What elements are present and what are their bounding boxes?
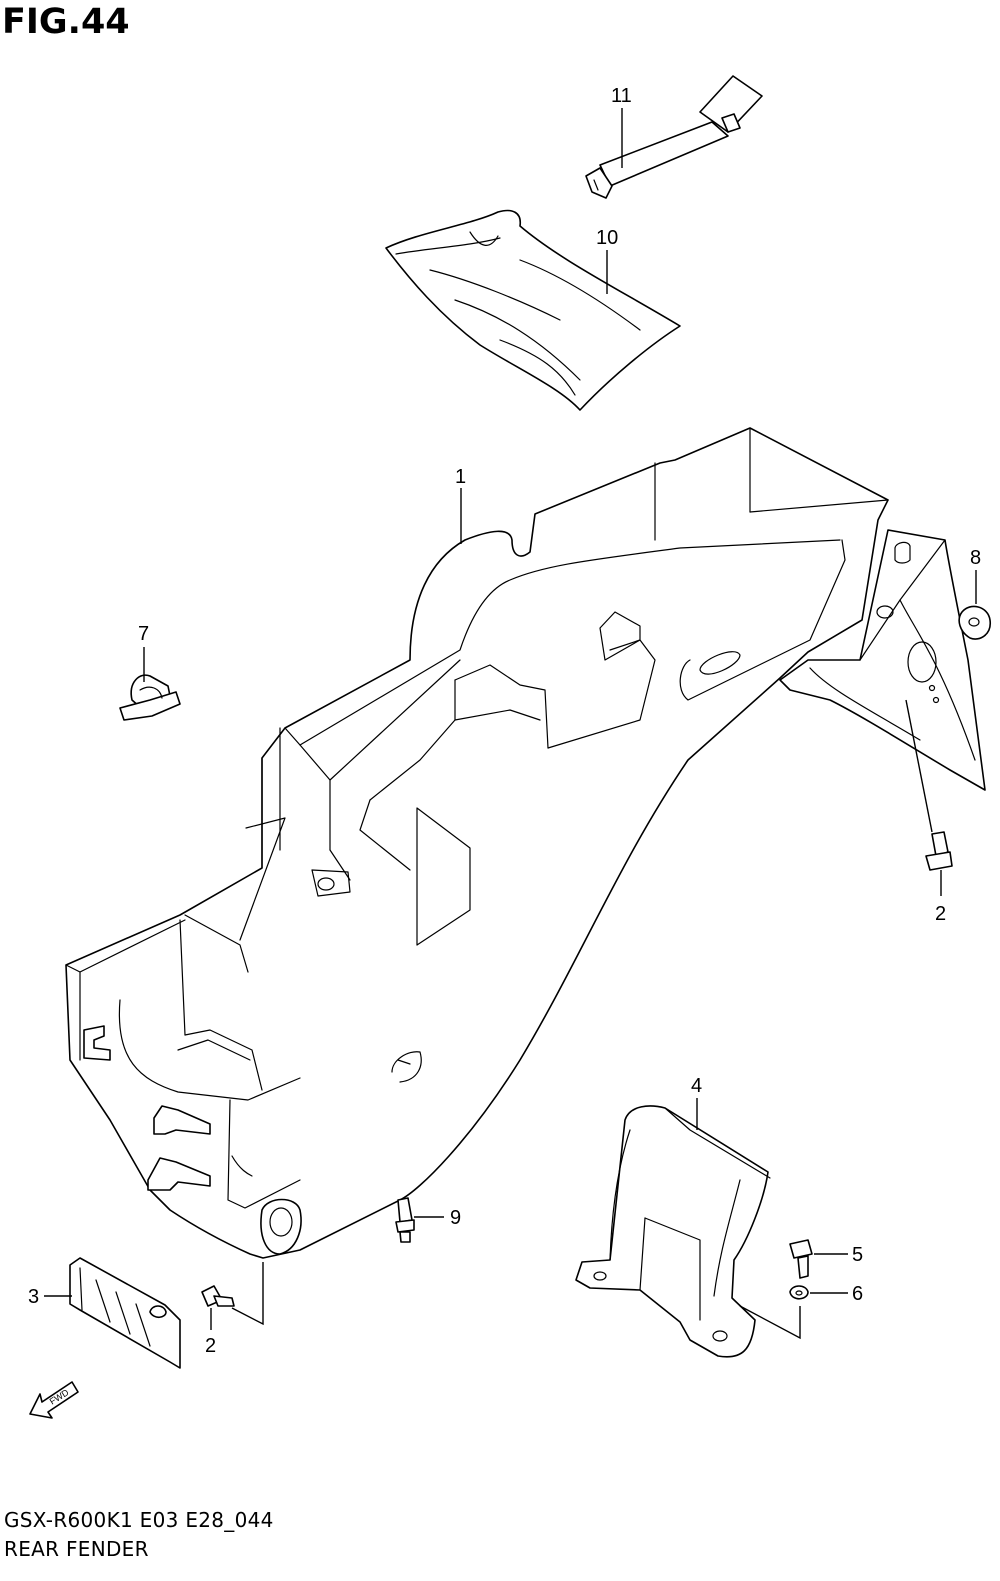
callout-labels: 11 10 1 7 8 2 4 9 5 6 3 2	[28, 85, 981, 1357]
callout-11: 11	[611, 85, 632, 107]
part-5-bolt[interactable]	[789, 1239, 813, 1279]
part-10-tool-bag[interactable]	[385, 209, 681, 411]
part-3-plate[interactable]	[69, 1257, 181, 1369]
part-9-rivet[interactable]	[395, 1197, 415, 1243]
callout-2-rear: 2	[935, 903, 946, 925]
part-11-battery-strap[interactable]	[585, 75, 763, 199]
part-4-cover[interactable]	[575, 1105, 771, 1358]
part-1-rear-fender[interactable]	[65, 427, 889, 1259]
callout-10: 10	[596, 227, 618, 249]
callout-7: 7	[138, 623, 149, 645]
leader-lines	[44, 108, 977, 1340]
callout-8: 8	[970, 547, 981, 569]
part-2-bolt-rear[interactable]	[925, 831, 953, 871]
callout-1: 1	[455, 466, 466, 488]
part-6-washer[interactable]	[789, 1285, 809, 1300]
part-7-clamp[interactable]	[119, 674, 181, 721]
callout-9: 9	[450, 1207, 461, 1229]
model-code: GSX-R600K1 E03 E28_044	[4, 1508, 274, 1532]
rear-bracket[interactable]	[779, 529, 986, 791]
callout-2-front: 2	[205, 1335, 216, 1357]
callout-6: 6	[852, 1283, 863, 1305]
callout-5: 5	[852, 1244, 863, 1266]
diagram-name: REAR FENDER	[4, 1537, 149, 1561]
exploded-parts-diagram: FWD 11 10 1 7 8 2 4 9 5 6 3 2	[28, 75, 991, 1419]
figure-title: FIG.44	[2, 2, 130, 42]
callout-4: 4	[691, 1075, 702, 1097]
callout-3: 3	[28, 1286, 39, 1308]
part-2-bolt-front[interactable]	[201, 1285, 235, 1307]
fwd-direction-arrow: FWD	[29, 1381, 79, 1419]
part-8-washer[interactable]	[958, 605, 991, 640]
